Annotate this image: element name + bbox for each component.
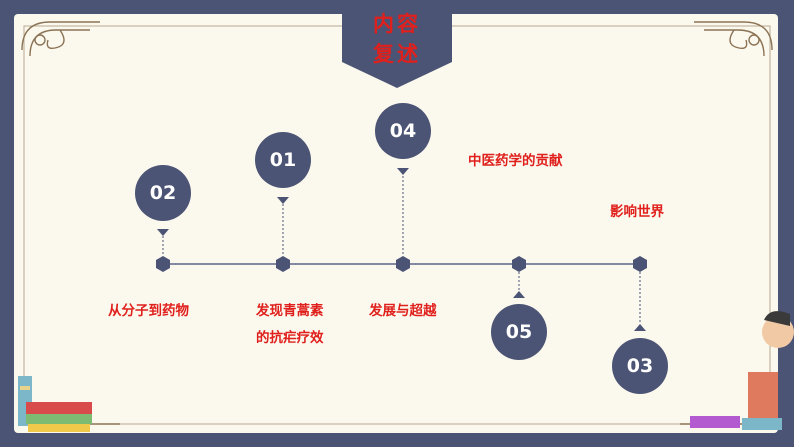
label-03: 影响世界	[610, 204, 664, 220]
pointer-03	[634, 324, 646, 331]
label-02: 从分子到药物	[108, 303, 189, 319]
step-circle-05: 05	[491, 304, 547, 360]
books-illustration	[18, 376, 92, 432]
reader-illustration	[690, 311, 794, 430]
marker-05	[512, 256, 526, 272]
step-circle-04: 04	[375, 103, 431, 159]
pointer-04	[397, 168, 409, 175]
pointer-02	[157, 229, 169, 236]
step-circle-02: 02	[135, 165, 191, 221]
label-01-line-1: 发现青蒿素	[256, 303, 324, 319]
marker-04	[396, 256, 410, 272]
title-tab	[342, 0, 452, 88]
marker-01	[276, 256, 290, 272]
pointer-01	[277, 197, 289, 204]
marker-03	[633, 256, 647, 272]
title-line-2: 复述	[373, 42, 421, 66]
label-05: 中医药学的贡献	[468, 153, 563, 169]
title-line-1: 内容	[373, 12, 421, 36]
pointer-05	[513, 291, 525, 298]
marker-02	[156, 256, 170, 272]
step-circle-01: 01	[255, 132, 311, 188]
corner-ornament-top-right	[694, 21, 773, 57]
step-circle-03: 03	[612, 338, 668, 394]
label-01-line-2: 的抗疟疗效	[256, 330, 324, 346]
corner-ornament-top-left	[21, 21, 100, 57]
label-04: 发展与超越	[369, 303, 437, 319]
